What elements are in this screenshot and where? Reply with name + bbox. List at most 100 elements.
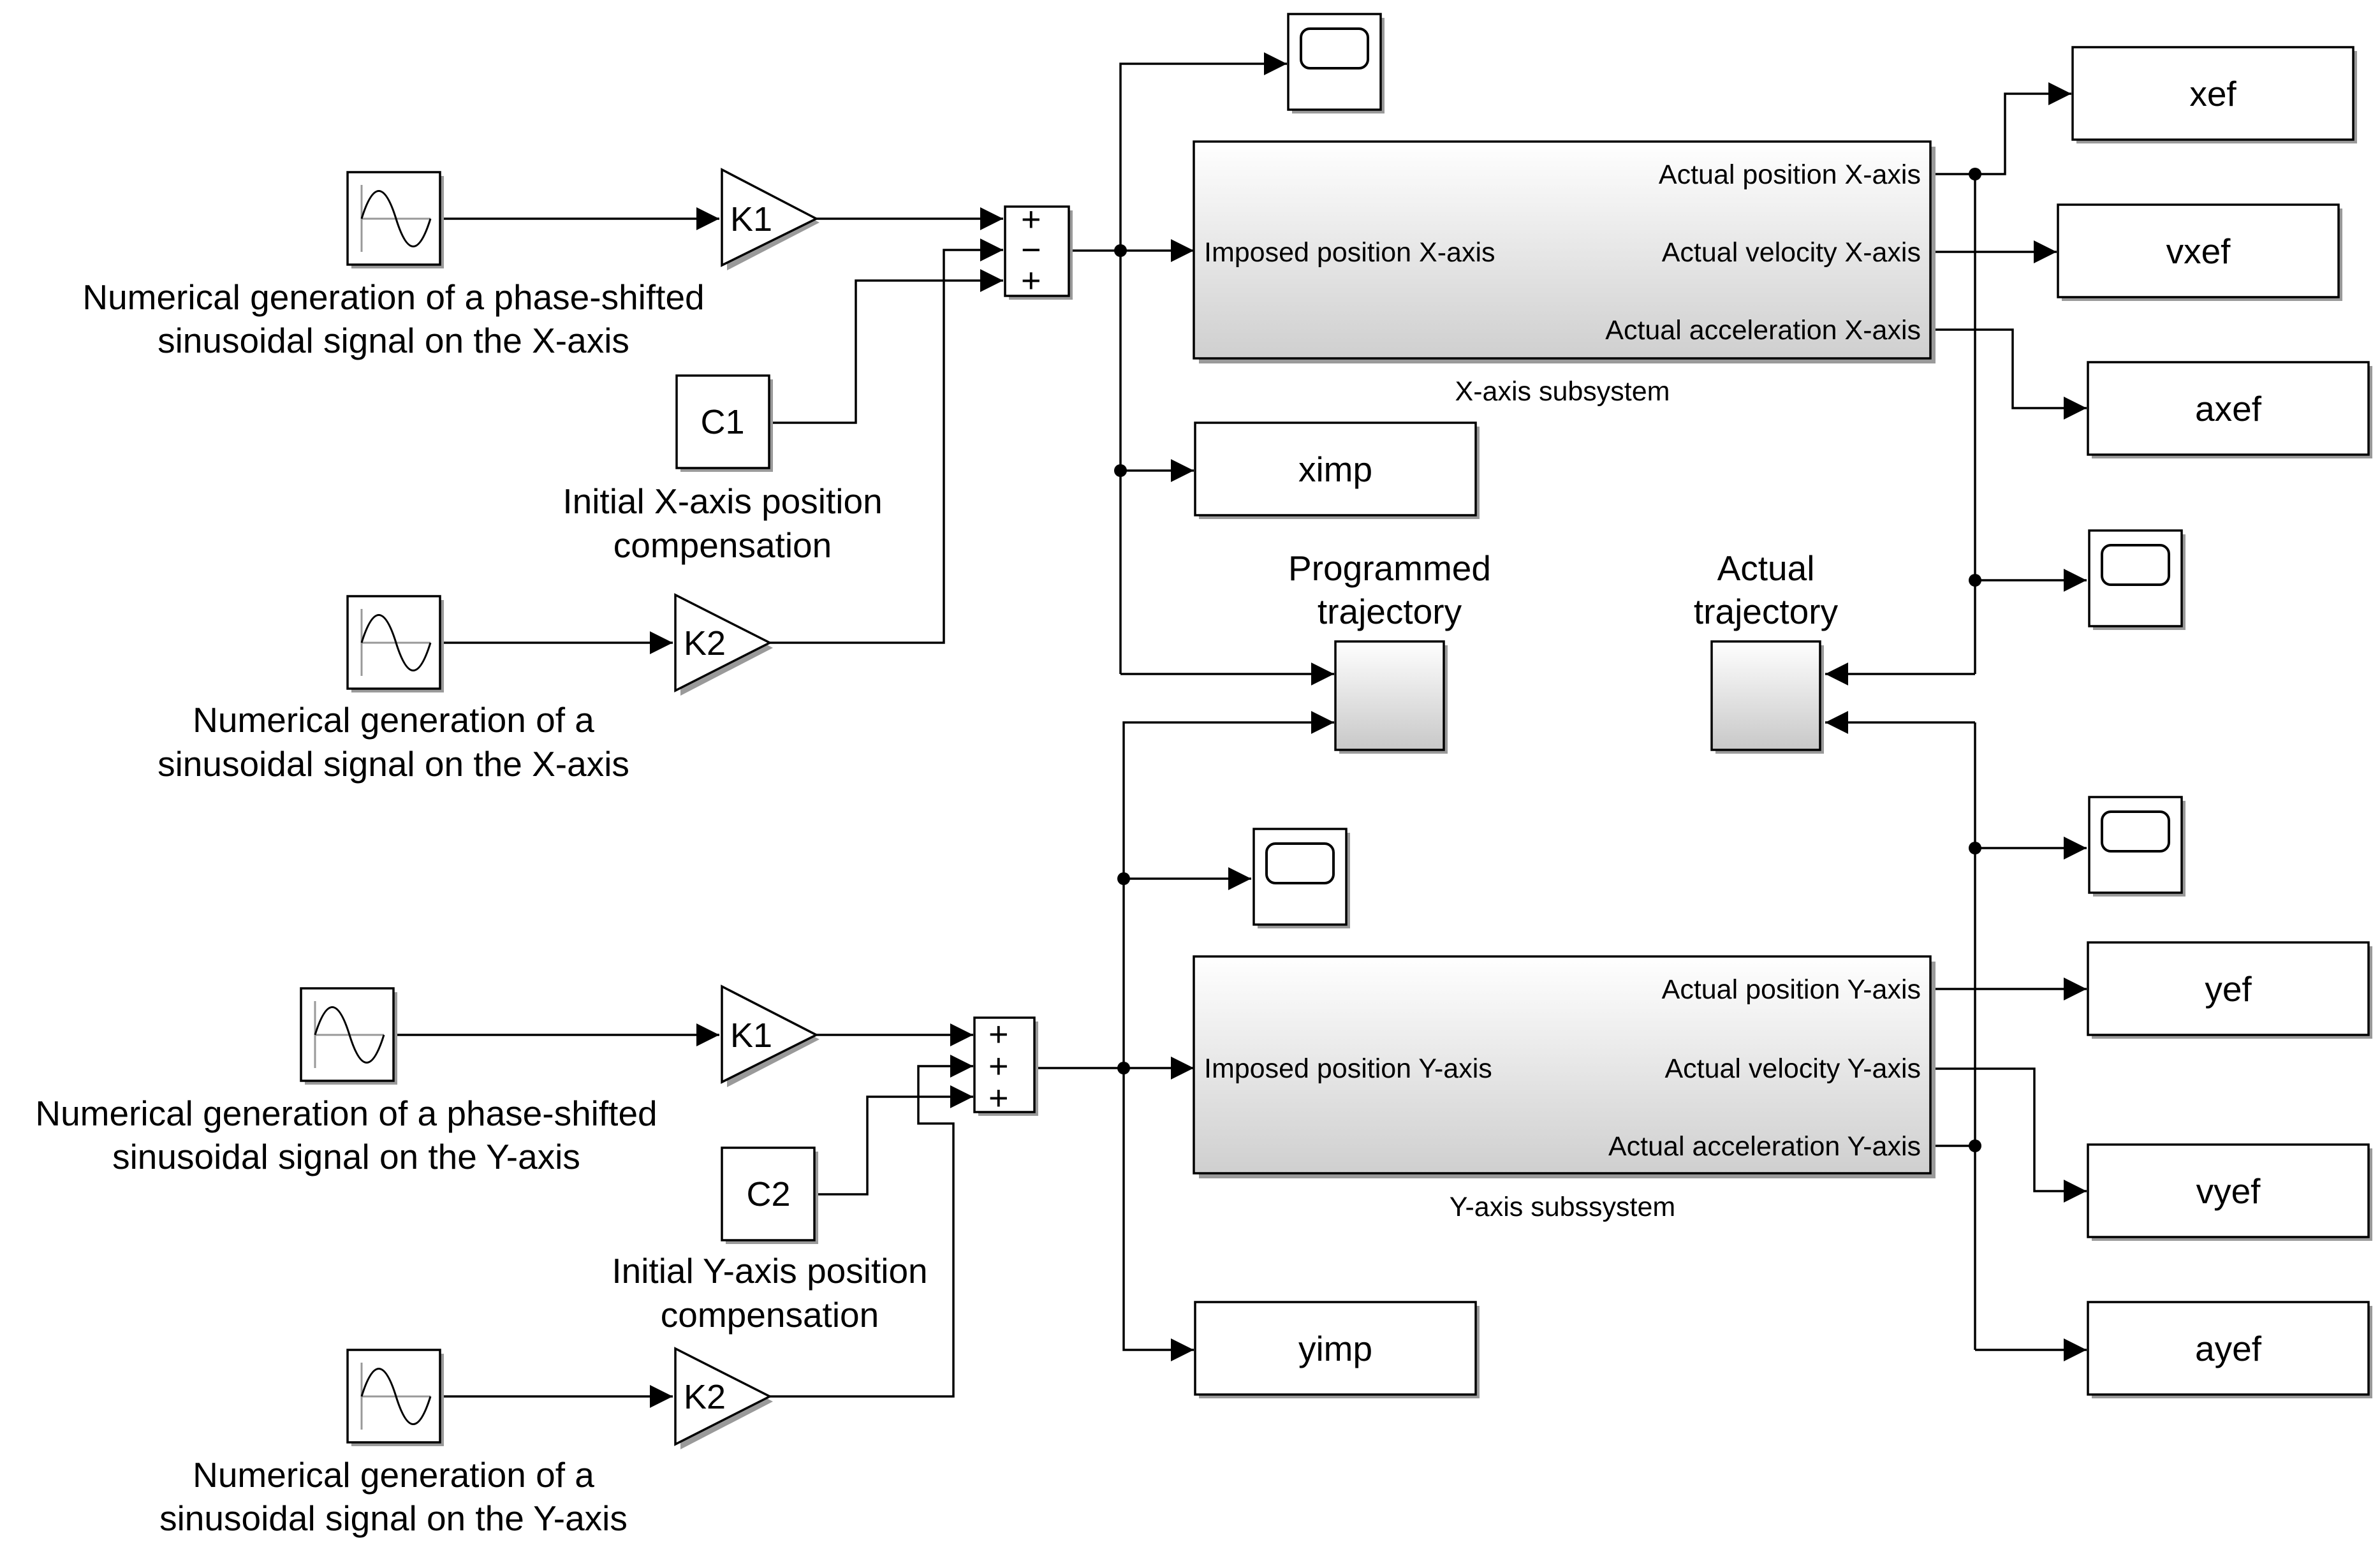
branch-dot (1969, 1139, 1981, 1152)
actual-trajectory-line1: Actual (1717, 548, 1815, 588)
programmed-trajectory-line1: Programmed (1288, 548, 1491, 588)
wire-to-xef (1932, 82, 2071, 175)
sine-source-x-phase[interactable] (346, 171, 444, 268)
scope-screen-icon (2101, 544, 2170, 586)
caption-x-phase-line1: Numerical generation of a phase-shifted (82, 277, 704, 317)
input-port-label: Imposed position X-axis (1204, 237, 1495, 268)
gain-label: K2 (684, 1378, 726, 1416)
gain-y-k2[interactable]: K2 (674, 1347, 773, 1449)
branch-points (1114, 168, 1981, 1152)
output-port-label: Actual velocity X-axis (1662, 237, 1921, 268)
to-workspace-axef[interactable]: axef (2087, 361, 2372, 458)
to-workspace-xef[interactable]: xef (2071, 46, 2357, 143)
caption-c2-line2: compensation (661, 1295, 879, 1335)
output-port-label: Actual position Y-axis (1662, 974, 1921, 1005)
output-port-label: Actual acceleration X-axis (1605, 315, 1921, 346)
gain-label: K1 (730, 200, 772, 238)
constant-label: C1 (700, 403, 744, 441)
programmed-trajectory-line2: trajectory (1318, 592, 1462, 631)
output-port-label: Actual velocity Y-axis (1664, 1053, 1921, 1084)
workspace-var-label: axef (2195, 389, 2262, 428)
scope-x-actual[interactable] (2088, 529, 2185, 630)
workspace-var-label: xef (2189, 74, 2237, 113)
y-axis-subsystem[interactable]: Imposed position Y-axis Actual position … (1193, 955, 1936, 1178)
workspace-var-label: ayef (2195, 1329, 2262, 1368)
branch-dot (1114, 464, 1127, 477)
input-port-label: Imposed position Y-axis (1204, 1053, 1492, 1084)
wire-c2-to-ysum (815, 1085, 973, 1196)
xy-graph-actual-trajectory[interactable] (1710, 640, 1824, 754)
gain-x-k1[interactable]: K1 (721, 168, 819, 270)
branch-dot (1969, 574, 1981, 587)
to-workspace-ximp[interactable]: ximp (1194, 421, 1480, 519)
to-workspace-vyef[interactable]: vyef (2087, 1143, 2372, 1241)
caption-x-sin-line1: Numerical generation of a (193, 700, 594, 740)
gain-y-k1[interactable]: K1 (721, 985, 819, 1087)
wire-to-xscope (1119, 52, 1287, 251)
wire-to-yimp (1122, 1068, 1194, 1361)
scope-y-imposed[interactable] (1252, 828, 1350, 928)
sine-source-x[interactable] (346, 595, 444, 692)
branch-dot (1969, 168, 1981, 180)
sum-sign: + (988, 1015, 1009, 1053)
to-workspace-yef[interactable]: yef (2087, 941, 2372, 1039)
scope-screen-icon (1300, 27, 1369, 70)
y-subsystem-caption: Y-axis subssystem (1450, 1192, 1675, 1222)
sine-wave-icon (360, 190, 432, 247)
workspace-var-label: ximp (1298, 450, 1372, 489)
caption-c2-line1: Initial Y-axis position (612, 1251, 927, 1291)
workspace-var-label: yef (2205, 969, 2252, 1009)
constant-c1[interactable]: C1 (675, 374, 773, 472)
gain-label: K1 (730, 1016, 772, 1055)
sine-wave-icon (360, 614, 432, 671)
caption-x-phase-line2: sinusoidal signal on the X-axis (158, 321, 629, 360)
caption-y-sin-line2: sinusoidal signal on the Y-axis (159, 1498, 628, 1538)
to-workspace-vxef[interactable]: vxef (2057, 203, 2342, 301)
workspace-var-label: vxef (2166, 231, 2231, 271)
gain-x-k2[interactable]: K2 (674, 593, 773, 696)
sine-source-y[interactable] (346, 1349, 444, 1446)
constant-c2[interactable]: C2 (721, 1146, 818, 1244)
workspace-var-label: vyef (2196, 1171, 2261, 1211)
scope-x-imposed[interactable] (1287, 13, 1385, 113)
wire-c1-to-xsum (770, 269, 1003, 424)
xy-graph-programmed-trajectory[interactable] (1334, 640, 1448, 754)
sum-x[interactable]: + − + (1004, 200, 1073, 300)
branch-dot (1969, 842, 1981, 854)
wire-to-programmed-y (1122, 711, 1334, 1068)
workspace-var-label: yimp (1298, 1329, 1372, 1368)
sum-sign: + (1021, 261, 1041, 300)
branch-dot (1117, 1062, 1130, 1074)
caption-c1-line2: compensation (613, 525, 832, 565)
sum-sign: + (988, 1079, 1009, 1117)
signal-lines (393, 52, 2087, 1408)
x-axis-subsystem[interactable]: Imposed position X-axis Actual position … (1193, 140, 1936, 363)
sine-wave-icon (360, 1368, 432, 1425)
sine-wave-icon (314, 1006, 385, 1064)
output-port-label: Actual acceleration Y-axis (1608, 1131, 1921, 1162)
branch-dot (1117, 872, 1130, 885)
caption-x-sin-line2: sinusoidal signal on the X-axis (158, 744, 629, 784)
actual-trajectory-line2: trajectory (1694, 592, 1839, 631)
scope-screen-icon (2101, 810, 2170, 853)
output-port-label: Actual position X-axis (1659, 159, 1921, 190)
x-subsystem-caption: X-axis subsystem (1455, 376, 1670, 407)
caption-c1-line1: Initial X-axis position (562, 481, 882, 521)
sum-y[interactable]: + + + (973, 1015, 1038, 1117)
to-workspace-yimp[interactable]: yimp (1194, 1301, 1480, 1398)
sum-sign: + (1021, 200, 1041, 238)
wire-k2-to-xsum (770, 238, 1003, 644)
scope-y-actual[interactable] (2088, 796, 2185, 897)
caption-y-sin-line1: Numerical generation of a (193, 1455, 594, 1495)
to-workspace-ayef[interactable]: ayef (2087, 1301, 2372, 1398)
gain-label: K2 (684, 624, 726, 663)
caption-y-phase-line1: Numerical generation of a phase-shifted (35, 1094, 657, 1133)
scope-screen-icon (1265, 842, 1335, 884)
constant-label: C2 (746, 1175, 790, 1213)
wire-to-vyef (1932, 1067, 2087, 1203)
caption-y-phase-line2: sinusoidal signal on the Y-axis (112, 1137, 580, 1176)
sine-source-y-phase[interactable] (300, 987, 397, 1085)
sum-sign: − (1021, 231, 1041, 269)
wire-to-axef (1932, 328, 2087, 420)
